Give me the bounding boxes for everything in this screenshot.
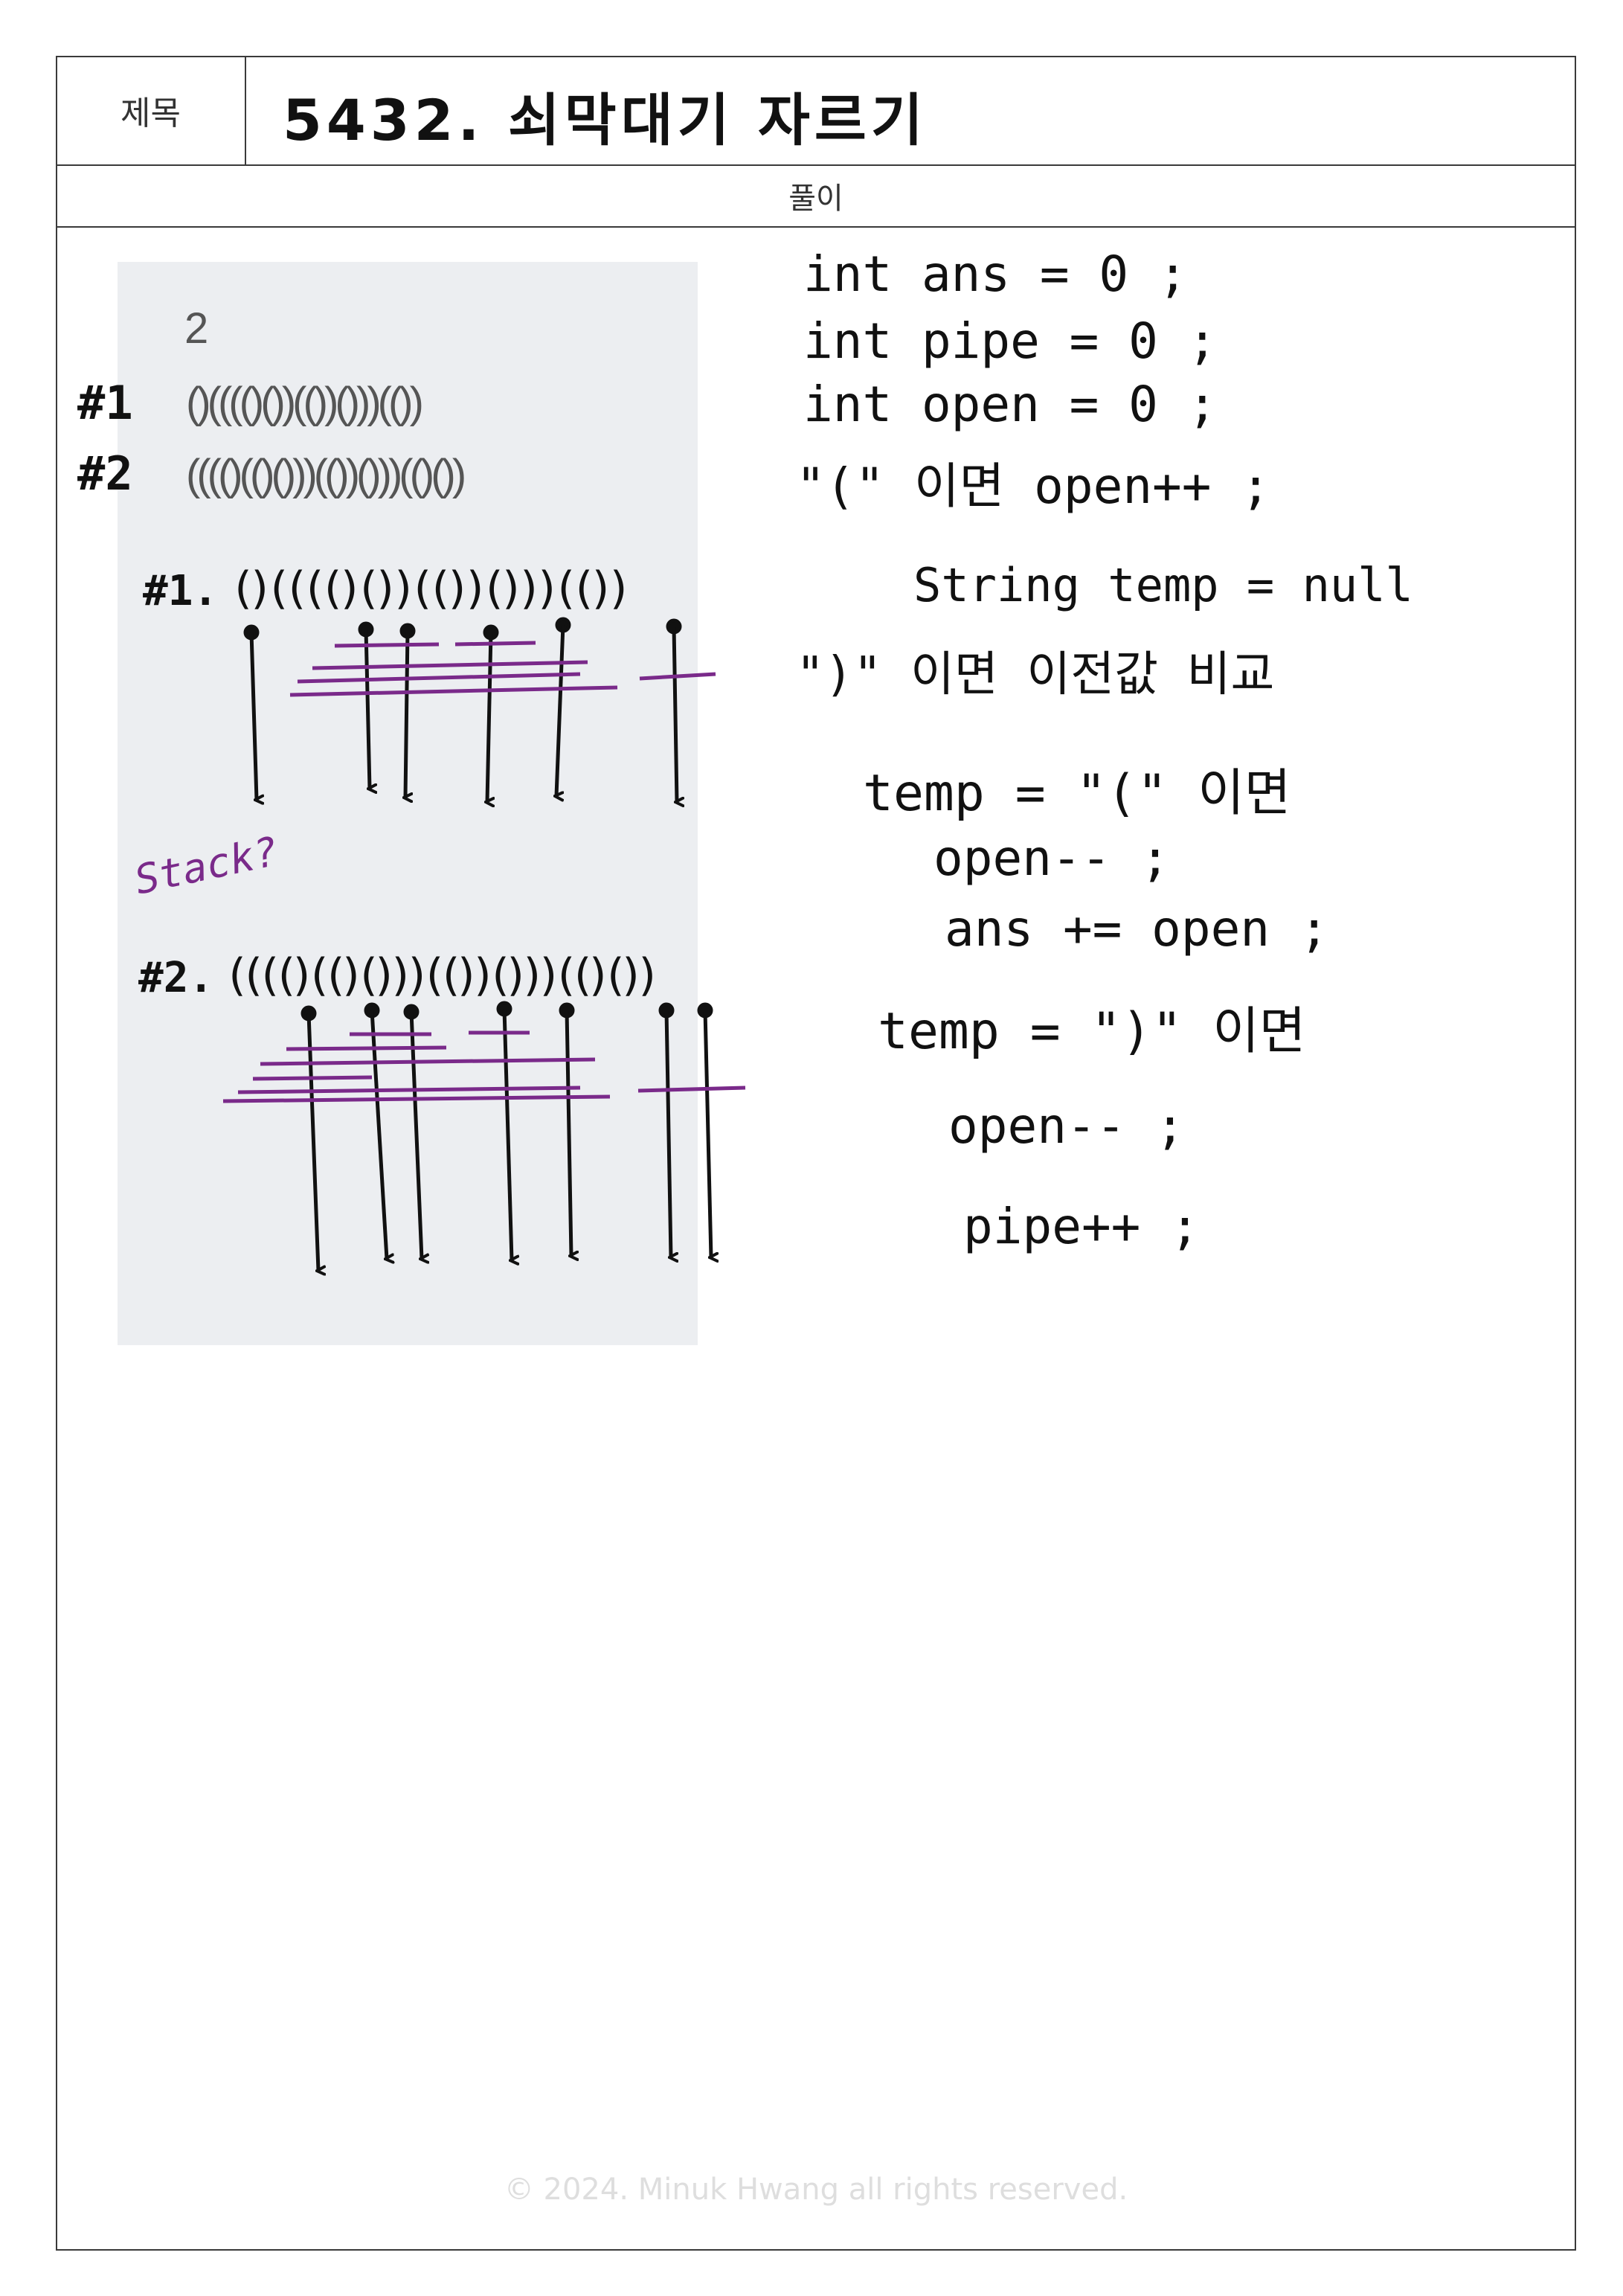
section-rule: [56, 226, 1576, 228]
case1-input: ()(((()())(())()))(()): [186, 379, 424, 427]
stick-bar: [289, 685, 618, 697]
note-line-8: open-- ;: [933, 830, 1170, 887]
stick-bar: [637, 1086, 746, 1093]
case2-input: (((()(()()))(())()))(()()): [186, 451, 466, 499]
cut-arrow: [672, 626, 677, 802]
cut-arrow: [364, 629, 370, 789]
cut-arrow: [556, 624, 565, 796]
case2-arrows: [301, 1001, 711, 1271]
diagram-case1-brackets: ()(((()())(())()))(()): [229, 562, 633, 615]
cut-arrow: [405, 630, 408, 798]
title-label: 제목: [120, 94, 181, 132]
case1-arrows: [243, 617, 680, 802]
cut-arrow: [565, 1010, 571, 1256]
stick-bar: [237, 1086, 581, 1094]
cut-arrow: [370, 1010, 387, 1259]
stick-bar: [454, 641, 536, 647]
cut-arrow: [703, 1010, 711, 1257]
note-line-2: int pipe = 0 ;: [803, 312, 1218, 370]
cut-arrow: [306, 1013, 318, 1271]
note-line-7: temp = "(" 이면: [863, 764, 1291, 823]
note-line-6: ")" 이면 이전값 비교: [796, 647, 1275, 702]
stick-bar: [286, 1045, 447, 1051]
diagram-case2-label: #2.: [138, 954, 214, 1002]
stick-bar: [260, 1057, 596, 1066]
stick-bar: [639, 672, 716, 681]
cut-arrow: [502, 1008, 512, 1260]
copyright-footer: © 2024. Minuk Hwang all rights reserved.: [504, 2172, 1128, 2207]
stick-bar: [334, 642, 440, 648]
stick-bar: [312, 660, 588, 670]
note-line-11: open-- ;: [948, 1097, 1185, 1155]
diagram-case2-brackets: (((()(()()))(())()))(()()): [223, 949, 661, 1001]
note-line-5: String temp = null: [913, 558, 1413, 612]
note-line-1: int ans = 0 ;: [803, 246, 1188, 303]
cut-arrow: [487, 632, 491, 802]
cut-arrow: [249, 632, 257, 800]
note-line-10: temp = ")" 이면: [878, 1002, 1306, 1061]
note-line-9: ans += open ;: [945, 900, 1329, 958]
note-line-4: "(" 이면 open++ ;: [796, 458, 1270, 515]
case2-bars: [222, 1030, 746, 1103]
title-value: 5432. 쇠막대기 자르기: [283, 87, 928, 153]
diagram-case1-label: #1.: [143, 567, 219, 615]
case2-tag: #2: [77, 446, 133, 501]
section-label: 풀이: [788, 182, 843, 216]
case1-tag: #1: [77, 376, 133, 430]
note-line-12: pipe++ ;: [963, 1198, 1200, 1255]
title-divider: [245, 56, 246, 164]
stick-bar: [222, 1094, 611, 1103]
stick-bar: [252, 1075, 373, 1081]
cut-arrow: [409, 1011, 422, 1259]
example-panel: [118, 262, 698, 1345]
note-line-3: int open = 0 ;: [803, 376, 1218, 433]
cut-arrow: [664, 1010, 671, 1257]
header-rule: [56, 164, 1576, 166]
example-count: 2: [184, 304, 209, 353]
page-frame: [56, 56, 1576, 2251]
case1-bars: [289, 641, 716, 697]
stick-bar: [297, 672, 581, 684]
